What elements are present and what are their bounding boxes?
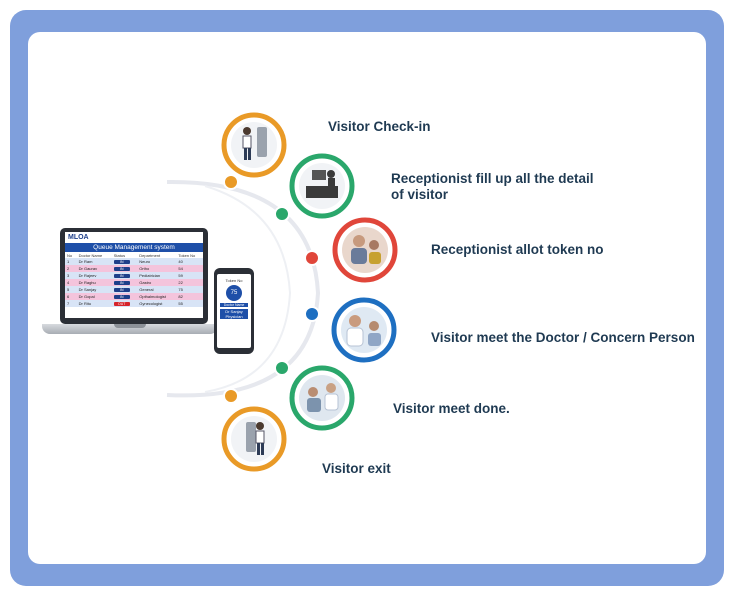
status-badge: IN <box>113 260 130 264</box>
cell-status: IN <box>111 272 138 279</box>
dot-green-1 <box>274 206 290 222</box>
visitor-exit-icon <box>221 406 287 472</box>
table-row: 6 Dr Gopal IN Opthalmologist 82 <box>65 293 203 300</box>
table-row: 1 Dr Ram IN Neuro 40 <box>65 258 203 265</box>
status-badge: IN <box>113 281 130 285</box>
screen-title: Queue Management system <box>65 243 203 252</box>
col-token: Token No <box>176 252 203 258</box>
cell-token: 82 <box>176 293 203 300</box>
cell-token: 22 <box>176 279 203 286</box>
cell-doctor: Dr Raghu <box>76 279 112 286</box>
cell-status: IN <box>111 258 138 265</box>
cell-dept: Gynecologist <box>137 300 177 307</box>
phone-screen: Token No 75 Doctor Name Dr Sanjay Physic… <box>217 274 251 348</box>
cell-status: OUT <box>111 300 138 307</box>
cell-no: 2 <box>65 265 77 272</box>
dot-green-2 <box>274 360 290 376</box>
cell-doctor: Dr Ritu <box>76 300 112 307</box>
dot-orange-top <box>223 174 239 190</box>
cell-doctor: Dr Rajeev <box>76 272 112 279</box>
cell-doctor: Dr Gopal <box>76 293 112 300</box>
table-row: 2 Dr Gaurav IN Ortho 54 <box>65 265 203 272</box>
step-label-exit: Visitor exit <box>322 461 391 476</box>
cell-status: IN <box>111 286 138 293</box>
doctor-consultation-icon <box>331 297 397 363</box>
cell-no: 4 <box>65 279 77 286</box>
cell-doctor: Dr Sanjay <box>76 286 112 293</box>
laptop-notch <box>114 324 146 328</box>
dot-blue <box>304 306 320 322</box>
cell-token: 59 <box>176 272 203 279</box>
cell-token: 55 <box>176 300 203 307</box>
step-label-token: Receptionist allot token no <box>431 242 604 257</box>
screen-brand-logo: MLOA <box>68 234 89 241</box>
cell-dept: Ortho <box>137 265 177 272</box>
laptop-screen: MLOA Queue Management system No Doctor N… <box>65 232 203 318</box>
cell-no: 7 <box>65 300 77 307</box>
laptop-base <box>42 324 218 334</box>
token-number: 75 <box>226 285 242 301</box>
status-badge: IN <box>113 295 130 299</box>
col-no: No <box>65 252 77 258</box>
receptionist-desk-icon <box>289 153 355 219</box>
inner-arc <box>204 185 292 393</box>
laptop-illustration: MLOA Queue Management system No Doctor N… <box>42 228 218 346</box>
status-badge: IN <box>113 274 130 278</box>
col-status: Status <box>111 252 138 258</box>
cell-doctor: Dr Gaurav <box>76 265 112 272</box>
cell-no: 6 <box>65 293 77 300</box>
cell-dept: Neuro <box>137 258 177 265</box>
outer-arc <box>166 179 321 398</box>
cell-token: 40 <box>176 258 203 265</box>
cell-token: 54 <box>176 265 203 272</box>
doctor-name-value: Dr Sanjay Physician <box>220 309 248 319</box>
cell-no: 5 <box>65 286 77 293</box>
table-row: 7 Dr Ritu OUT Gynecologist 55 <box>65 300 203 307</box>
cell-no: 3 <box>65 272 77 279</box>
cell-doctor: Dr Ram <box>76 258 112 265</box>
table-row: 5 Dr Sanjay IN General 75 <box>65 286 203 293</box>
status-badge: IN <box>113 267 130 271</box>
doctor-name-label: Doctor Name <box>220 303 248 307</box>
token-label: Token No <box>225 278 243 283</box>
col-doctor: Doctor Name <box>76 252 112 258</box>
cell-token: 75 <box>176 286 203 293</box>
step-label-check-in: Visitor Check-in <box>328 119 431 134</box>
meeting-done-icon <box>289 365 355 431</box>
table-row: 4 Dr Raghu IN Gastro 22 <box>65 279 203 286</box>
cell-status: IN <box>111 279 138 286</box>
step-label-meet-doctor: Visitor meet the Doctor / Concern Person <box>431 330 695 345</box>
status-badge: OUT <box>113 302 130 306</box>
cell-status: IN <box>111 265 138 272</box>
dot-orange-bottom <box>223 388 239 404</box>
cell-no: 1 <box>65 258 77 265</box>
cell-dept: General <box>137 286 177 293</box>
table-row: 3 Dr Rajeev IN Pediatrician 59 <box>65 272 203 279</box>
phone-illustration: Token No 75 Doctor Name Dr Sanjay Physic… <box>214 268 254 354</box>
token-allotment-icon <box>332 217 398 283</box>
cell-dept: Pediatrician <box>137 272 177 279</box>
cell-status: IN <box>111 293 138 300</box>
step-label-meet-done: Visitor meet done. <box>393 401 510 416</box>
cell-dept: Gastro <box>137 279 177 286</box>
visitor-kiosk-icon <box>221 112 287 178</box>
cell-dept: Opthalmologist <box>137 293 177 300</box>
queue-table: No Doctor Name Status Department Token N… <box>65 252 203 307</box>
status-badge: IN <box>113 288 130 292</box>
dot-red <box>304 250 320 266</box>
step-label-receptionist-detail: Receptionist fill up all the detail of v… <box>391 171 594 202</box>
col-dept: Department <box>137 252 177 258</box>
